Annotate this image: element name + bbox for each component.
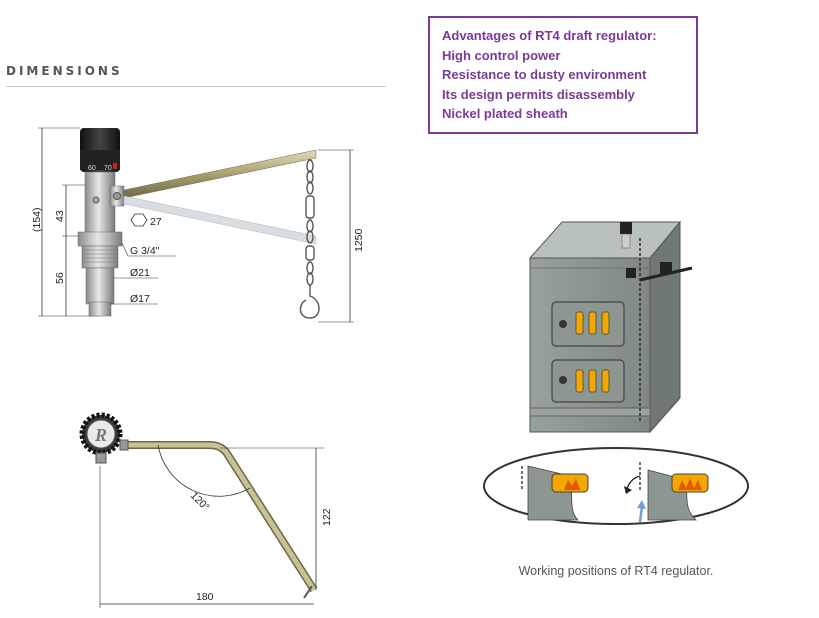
dial-mark: 70 xyxy=(104,165,112,172)
lever-rod xyxy=(123,149,317,199)
advantages-box: Advantages of RT4 draft regulator: High … xyxy=(428,16,698,134)
hex-icon xyxy=(130,213,148,227)
section-title: DIMENSIONS xyxy=(6,64,386,87)
dim-upper-height: 43 xyxy=(54,210,66,222)
dim-total-height: (154) xyxy=(31,207,43,232)
advantage-item: Nickel plated sheath xyxy=(442,106,568,121)
advantage-item: Its design permits disassembly xyxy=(442,86,635,102)
advantage-item: High control power xyxy=(442,47,561,63)
figure-caption: Working positions of RT4 regulator. xyxy=(518,564,714,578)
lever-rod-ghost xyxy=(123,195,317,245)
dim-thread: G 3/4" xyxy=(130,245,160,257)
boiler-illustration xyxy=(528,220,693,434)
logo-r: R xyxy=(94,425,107,445)
dim-lower-height: 56 xyxy=(54,272,66,284)
dial-mark: 60 xyxy=(88,165,96,172)
dim-chain-length: 1250 xyxy=(353,228,365,252)
working-positions xyxy=(483,447,749,525)
advantages-heading: Advantages of RT4 draft regulator: xyxy=(442,28,657,43)
advantage-item: Resistance to dusty environment xyxy=(442,67,647,82)
dim-angle: 120° xyxy=(188,490,212,514)
dim-width-180: 180 xyxy=(196,591,214,603)
dim-diameter-17: Ø17 xyxy=(130,293,150,305)
chain xyxy=(299,159,320,319)
regulator-top-view: R 120° 122 180 xyxy=(79,412,333,608)
regulator-side-view: (154) 43 56 60 70 xyxy=(31,127,365,323)
dim-diameter-21: Ø21 xyxy=(130,267,150,279)
dim-height-122: 122 xyxy=(321,508,333,526)
dim-hex: 27 xyxy=(150,216,162,228)
